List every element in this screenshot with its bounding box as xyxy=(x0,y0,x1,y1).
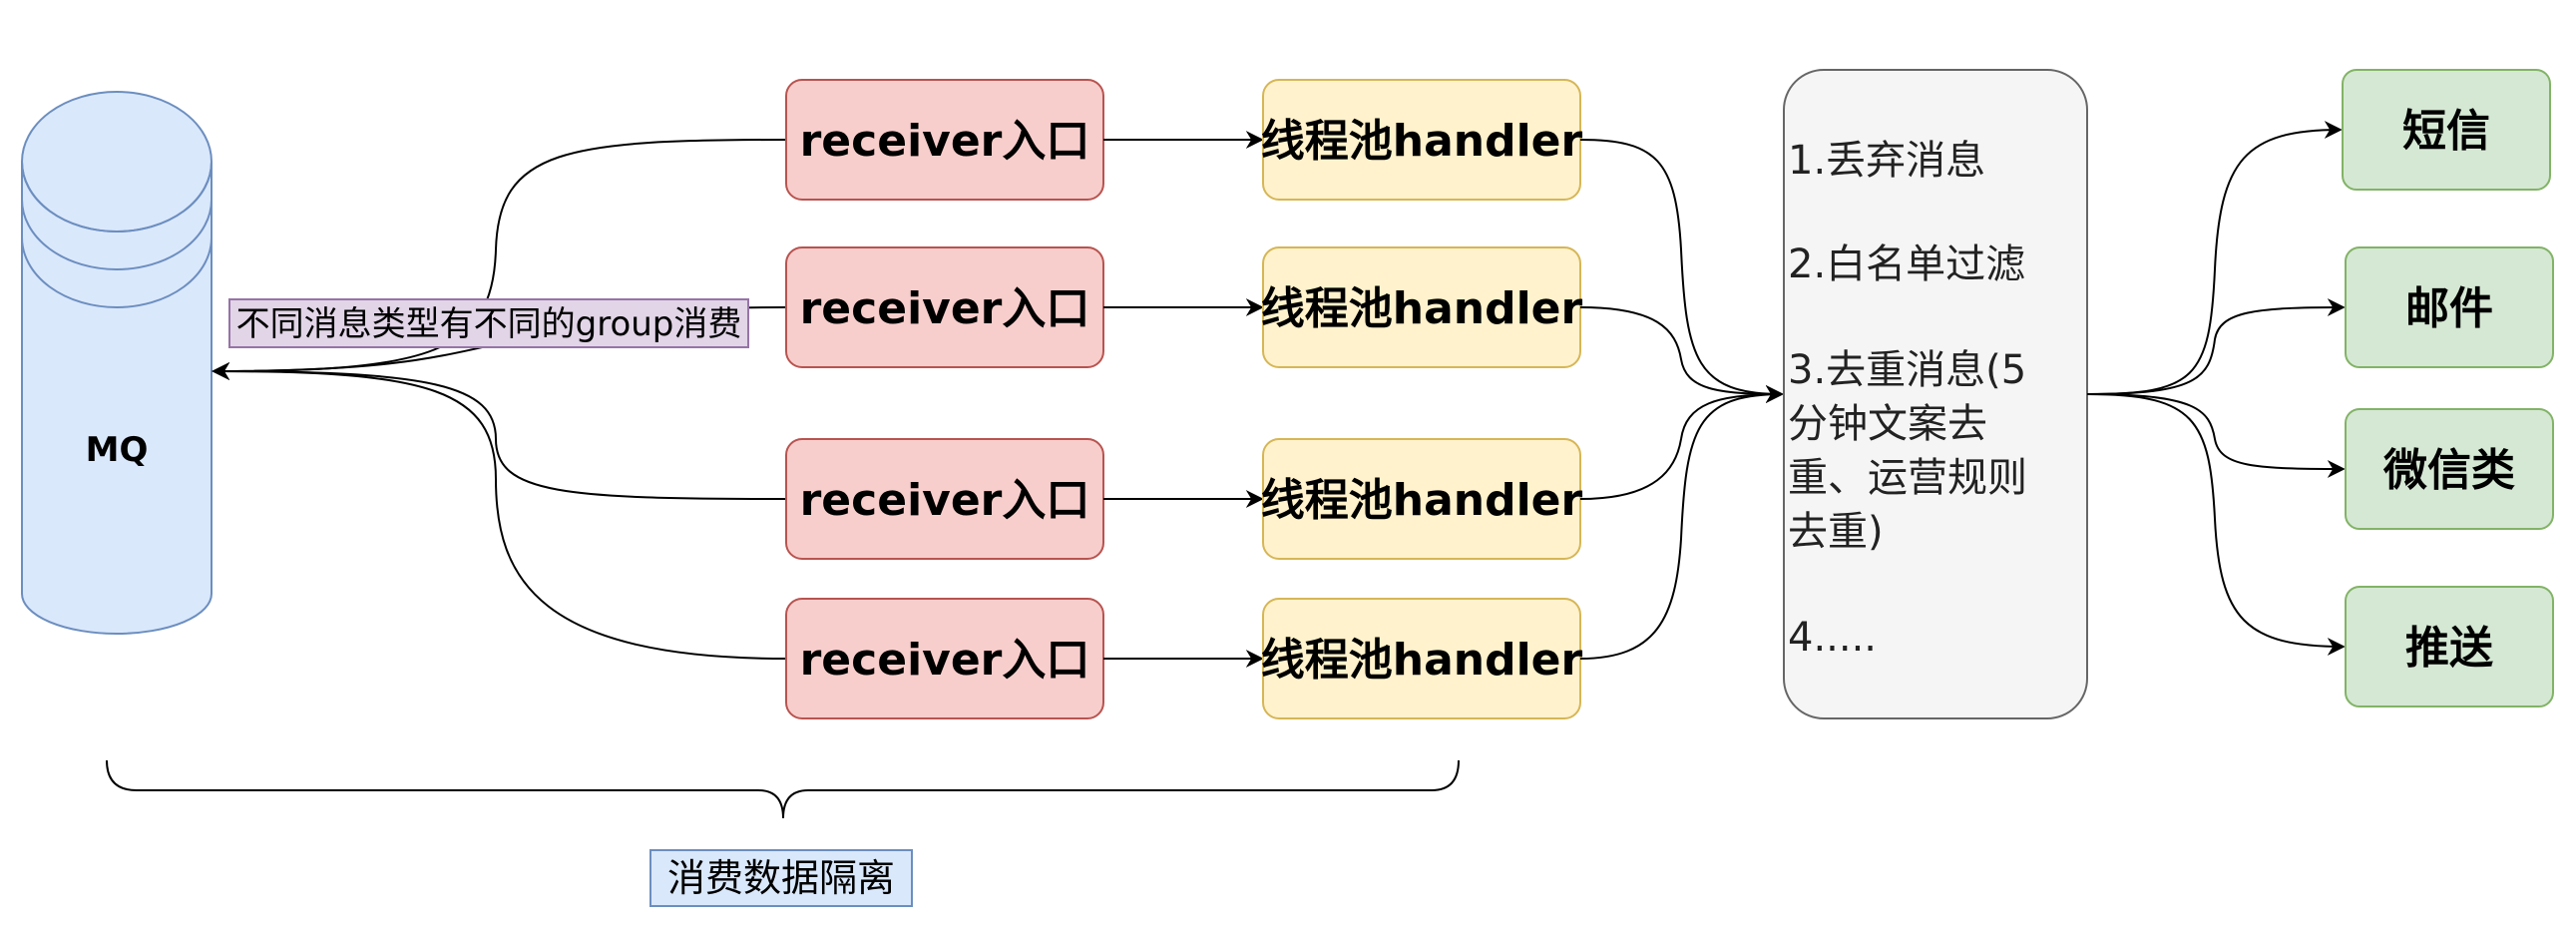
handler-label: 线程池handler xyxy=(1261,283,1583,334)
receiver-to-handler-edges xyxy=(1103,131,1264,668)
receiver-label: receiver入口 xyxy=(800,635,1090,686)
channel-label: 微信类 xyxy=(2382,445,2515,496)
channel-label: 邮件 xyxy=(2405,283,2493,334)
filter-line: 4..... xyxy=(1788,615,1877,661)
isolation-brace xyxy=(106,759,1460,819)
filter-line: 3.去重消息(5 xyxy=(1788,347,2026,393)
receiver-label: receiver入口 xyxy=(800,116,1090,167)
filter-line: 重、运营规则 xyxy=(1788,455,2027,501)
group-consume-note: 不同消息类型有不同的group消费 xyxy=(228,298,749,348)
channel-label: 短信 xyxy=(2402,106,2490,157)
handler-label: 线程池handler xyxy=(1261,116,1583,167)
channel-box-sms: 短信 xyxy=(2342,69,2551,191)
handler-box: 线程池handler xyxy=(1261,438,1583,560)
mq-cylinder: MQ xyxy=(21,91,213,635)
handler-to-filter-edges xyxy=(1579,139,1784,660)
handler-label: 线程池handler xyxy=(1261,635,1583,686)
channel-box-wechat: 微信类 xyxy=(2345,408,2554,530)
receiver-label: receiver入口 xyxy=(800,283,1090,334)
receiver-box: receiver入口 xyxy=(785,598,1104,719)
receiver-box: receiver入口 xyxy=(785,79,1104,201)
group-note-text: 不同消息类型有不同的group消费 xyxy=(236,304,742,344)
receiver-label: receiver入口 xyxy=(800,475,1090,526)
filter-line: 去重) xyxy=(1788,509,1884,555)
handler-label: 线程池handler xyxy=(1261,475,1583,526)
channel-label: 推送 xyxy=(2405,623,2493,674)
isolation-label: 消费数据隔离 xyxy=(667,856,895,900)
filter-box: 1.丢弃消息 2.白名单过滤 3.去重消息(5 分钟文案去 重、运营规则 去重)… xyxy=(1783,69,2088,719)
mq-label: MQ xyxy=(86,430,149,470)
mq-to-receiver-edges xyxy=(212,139,787,660)
channel-box-push: 推送 xyxy=(2345,586,2554,707)
channel-box-email: 邮件 xyxy=(2345,246,2554,368)
handler-box: 线程池handler xyxy=(1261,79,1583,201)
receiver-box: receiver入口 xyxy=(785,246,1104,368)
receiver-box: receiver入口 xyxy=(785,438,1104,560)
filter-line: 1.丢弃消息 xyxy=(1788,138,1985,184)
handler-box: 线程池handler xyxy=(1261,246,1583,368)
handler-box: 线程池handler xyxy=(1261,598,1583,719)
filter-to-channel-edges xyxy=(2086,121,2346,656)
filter-line: 分钟文案去 xyxy=(1788,401,1987,447)
filter-line: 2.白名单过滤 xyxy=(1788,241,2025,287)
isolation-label-box: 消费数据隔离 xyxy=(649,849,913,907)
